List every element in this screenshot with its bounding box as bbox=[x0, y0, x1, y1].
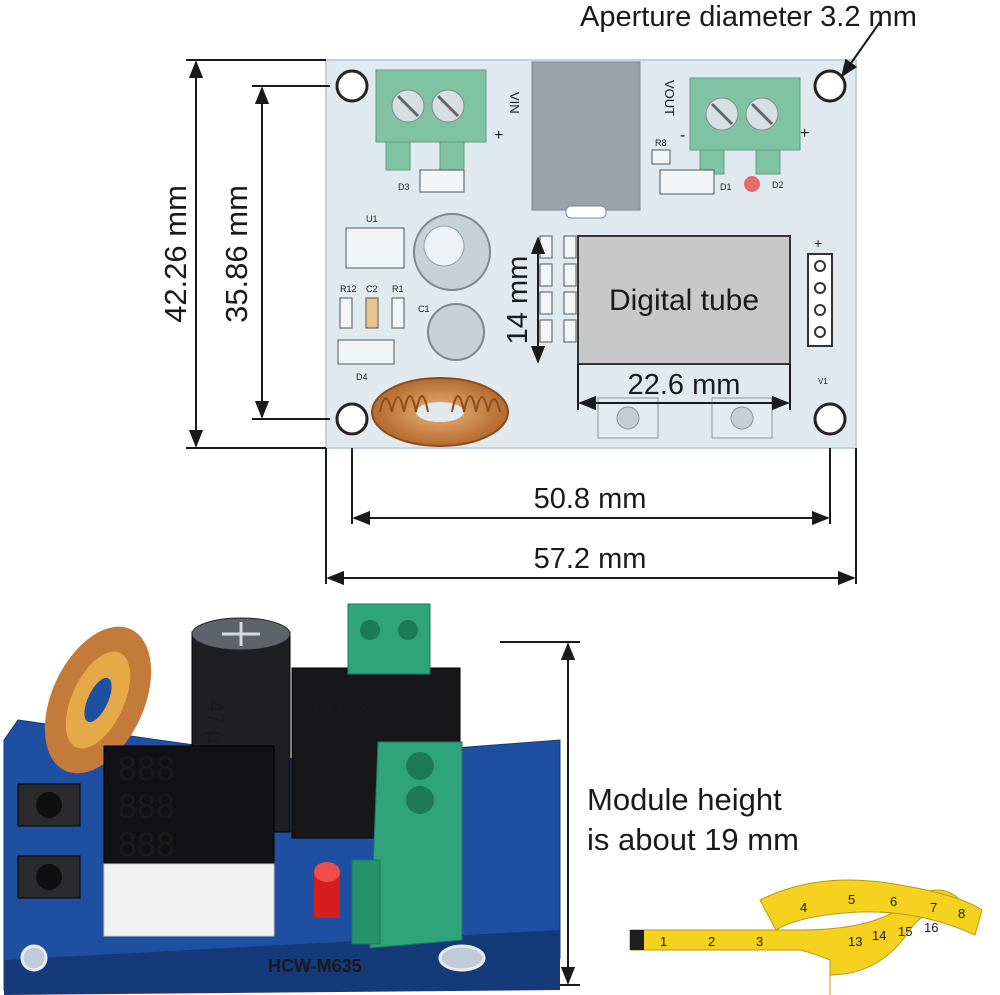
small-capacitor bbox=[427, 303, 485, 361]
relay-text-1: 7A 250VAC bbox=[314, 685, 370, 697]
side-terminal-back bbox=[347, 603, 431, 675]
tape-mark: 14 bbox=[872, 928, 886, 943]
pcb-edge bbox=[4, 930, 560, 995]
c1-label: C1 bbox=[418, 304, 430, 314]
relay bbox=[531, 61, 641, 211]
module-height-line-1: Module height bbox=[587, 782, 782, 817]
digital-tube-label: Digital tube bbox=[609, 284, 759, 317]
module-height-line-2: is about 19 mm bbox=[587, 822, 799, 857]
d1-label: D1 bbox=[720, 182, 732, 192]
side-display-digits-3: 888 bbox=[118, 826, 175, 864]
board-width-label: 57.2 mm bbox=[534, 543, 647, 575]
red-led bbox=[314, 862, 340, 918]
side-push-buttons bbox=[17, 783, 81, 899]
side-terminal-front bbox=[351, 741, 463, 949]
mounting-hole bbox=[335, 69, 369, 103]
side-mounting-hole bbox=[438, 944, 486, 972]
mounting-hole bbox=[813, 69, 847, 103]
u1-label: U1 bbox=[366, 214, 378, 224]
chip-u1 bbox=[345, 227, 405, 269]
height-inner-label: 35.86 mm bbox=[219, 185, 254, 323]
vout-plus-label: + bbox=[800, 125, 809, 142]
board-marking: HCW-M635 bbox=[268, 956, 362, 976]
tape-measure-illustration: 1 2 3 4 5 6 7 8 13 14 15 16 bbox=[629, 879, 983, 995]
diode-d4 bbox=[337, 339, 395, 365]
vout-minus-label: - bbox=[680, 127, 685, 144]
vout-label: VOUT bbox=[662, 80, 677, 116]
display-width-label: 22.6 mm bbox=[628, 369, 741, 401]
digital-tube bbox=[577, 235, 791, 365]
tape-mark: 8 bbox=[958, 906, 965, 921]
input-terminal-block bbox=[375, 69, 487, 171]
d2-label: D2 bbox=[772, 180, 784, 190]
capacitor-top bbox=[423, 225, 465, 267]
tape-mark: 13 bbox=[848, 934, 862, 949]
relay-pin bbox=[565, 205, 607, 219]
tape-mark: 15 bbox=[898, 924, 912, 939]
vin-label: VIN bbox=[507, 92, 522, 114]
toroid-inductor bbox=[371, 377, 509, 447]
tape-mark: 7 bbox=[930, 900, 937, 915]
height-outer-label: 42.26 mm bbox=[158, 185, 193, 323]
side-mounting-hole bbox=[20, 944, 48, 972]
header-plus-label: + bbox=[814, 235, 822, 251]
r12-label: R12 bbox=[340, 284, 357, 294]
d4-label: D4 bbox=[356, 372, 368, 382]
resistor-r8 bbox=[651, 149, 671, 165]
diode-d1 bbox=[659, 169, 715, 195]
side-view-module: 47 µF 100 V 7A 250VAC 10A 14VDC 888 888 … bbox=[3, 603, 561, 995]
d3-label: D3 bbox=[398, 182, 410, 192]
hole-spacing-label: 50.8 mm bbox=[534, 483, 647, 515]
mounting-hole bbox=[813, 402, 847, 436]
v1-label: V1 bbox=[818, 377, 828, 386]
display-height-label: 14 mm bbox=[502, 256, 534, 345]
r1-label: R1 bbox=[392, 284, 404, 294]
relay-text-2: 10A 14VDC bbox=[314, 703, 372, 715]
diode-d3 bbox=[419, 169, 465, 193]
mounting-hole bbox=[335, 402, 369, 436]
r8-label: R8 bbox=[655, 138, 667, 148]
tape-mark: 2 bbox=[708, 934, 715, 949]
pin-header bbox=[807, 253, 833, 347]
side-digital-tube: 888 888 888 bbox=[103, 745, 275, 937]
vin-plus-label: + bbox=[494, 127, 503, 144]
led-d2 bbox=[744, 176, 760, 192]
tape-mark: 6 bbox=[890, 894, 897, 909]
capacitor-c2 bbox=[365, 297, 379, 329]
c2-label: C2 bbox=[366, 284, 378, 294]
tape-mark: 4 bbox=[800, 900, 807, 915]
resistor-r12 bbox=[339, 297, 353, 329]
tape-mark: 5 bbox=[848, 892, 855, 907]
top-view-board: VIN VOUT + + - D3 D1 D2 R8 U1 R12 C2 R1 … bbox=[325, 59, 857, 449]
side-display-digits-1: 888 bbox=[118, 750, 175, 788]
tape-mark: 16 bbox=[924, 920, 938, 935]
module-height-note: Module height is about 19 mm bbox=[587, 780, 799, 860]
resistor-r1 bbox=[391, 297, 405, 329]
aperture-label: Aperture diameter 3.2 mm bbox=[580, 1, 917, 33]
side-toroid-inductor bbox=[44, 626, 152, 774]
tape-mark: 1 bbox=[660, 934, 667, 949]
side-display-digits-2: 888 bbox=[118, 788, 175, 826]
tape-mark: 3 bbox=[756, 934, 763, 949]
